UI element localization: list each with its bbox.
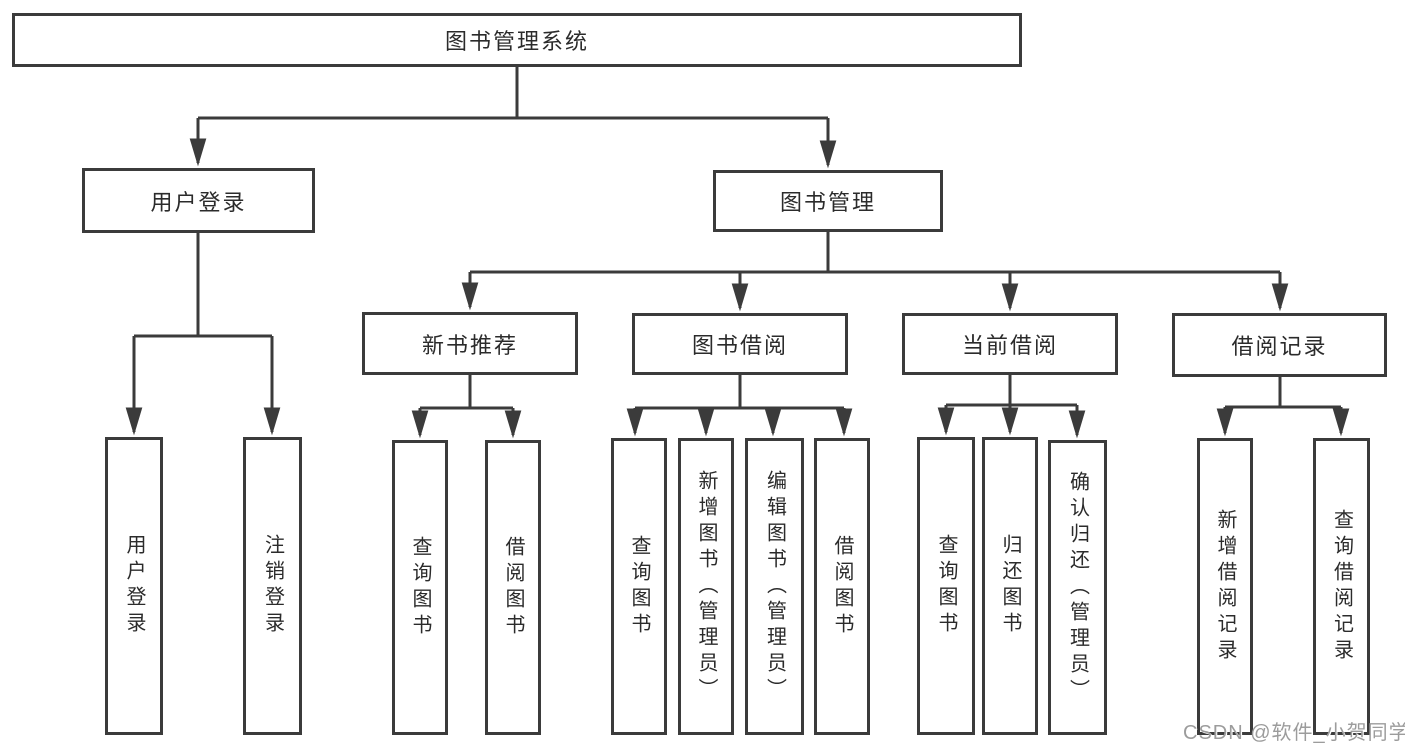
leaf-logout-label: 注销登录 [261,534,284,638]
leaf-borrowing-borrow-books-label: 借阅图书 [831,534,853,639]
leaf-current-confirm-return-admin: 确认归还（管理员） [1048,440,1107,735]
leaf-records-add-record: 新增借阅记录 [1197,438,1253,735]
leaf-borrowing-add-books-admin-label: 新增图书（管理员） [695,469,717,704]
leaf-newbook-query-books-label: 查询图书 [409,535,431,640]
leaf-borrowing-edit-books-admin: 编辑图书（管理员） [745,438,804,735]
leaf-current-query-books: 查询图书 [917,437,975,735]
leaf-borrowing-edit-books-admin-label: 编辑图书（管理员） [763,469,786,704]
csdn-watermark: CSDN @软件_小贺同学 [1183,722,1405,744]
node-root-label: 图书管理系统 [444,29,589,54]
leaf-borrowing-borrow-books: 借阅图书 [814,438,870,735]
node-user-login-label: 用户登录 [150,189,247,215]
node-book-borrowing-label: 图书借阅 [691,333,788,358]
node-book-management-label: 图书管理 [779,190,876,215]
node-new-book-recommendation: 新书推荐 [362,312,578,375]
node-new-book-recommendation-label: 新书推荐 [421,332,518,358]
leaf-user-login: 用户登录 [105,437,163,735]
leaf-records-query-record-label: 查询借阅记录 [1330,508,1353,665]
leaf-newbook-borrow-books: 借阅图书 [485,440,541,735]
node-book-borrowing: 图书借阅 [632,313,848,375]
leaf-borrowing-query-books-label: 查询图书 [628,534,650,639]
leaf-newbook-borrow-books-label: 借阅图书 [502,535,524,640]
node-root-library-system: 图书管理系统 [12,13,1022,67]
leaf-logout: 注销登录 [243,437,302,735]
node-borrowing-records: 借阅记录 [1172,313,1387,377]
node-current-borrowing-label: 当前借阅 [961,333,1058,358]
leaf-records-add-record-label: 新增借阅记录 [1214,508,1236,665]
node-borrowing-records-label: 借阅记录 [1231,334,1328,359]
leaf-newbook-query-books: 查询图书 [392,440,448,735]
node-book-management: 图书管理 [713,170,943,232]
leaf-current-return-books-label: 归还图书 [999,534,1021,638]
leaf-current-return-books: 归还图书 [982,437,1038,735]
leaf-borrowing-add-books-admin: 新增图书（管理员） [678,438,734,735]
leaf-records-query-record: 查询借阅记录 [1313,438,1370,735]
leaf-borrowing-query-books: 查询图书 [611,438,667,735]
leaf-current-query-books-label: 查询图书 [935,534,957,638]
node-user-login: 用户登录 [82,168,315,233]
leaf-user-login-label: 用户登录 [123,534,145,638]
node-current-borrowing: 当前借阅 [902,313,1118,375]
leaf-current-confirm-return-admin-label: 确认归还（管理员） [1066,470,1089,705]
